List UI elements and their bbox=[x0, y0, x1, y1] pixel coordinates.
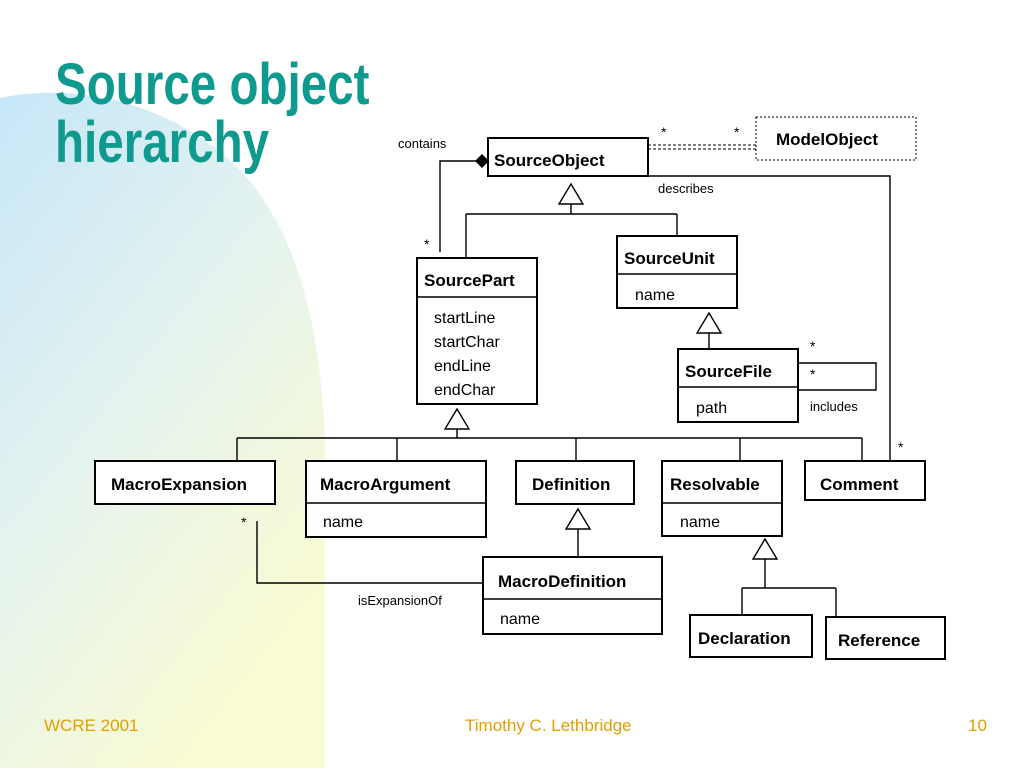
includes-label: includes bbox=[810, 399, 858, 414]
modelobject-class-box bbox=[755, 116, 917, 161]
sourcepart-attribute: startChar bbox=[434, 334, 500, 351]
slide-title-line-1: Source object bbox=[55, 52, 370, 117]
multiplicity-label: * bbox=[241, 514, 247, 530]
footer-conference: WCRE 2001 bbox=[44, 716, 139, 735]
describes-association bbox=[648, 175, 891, 462]
sourceunit-class-box bbox=[616, 235, 738, 309]
comment-class-box bbox=[804, 460, 926, 501]
footer-author: Timothy C. Lethbridge bbox=[465, 716, 632, 735]
multiplicity-label: * bbox=[898, 439, 904, 455]
resolvable-attribute: name bbox=[680, 514, 720, 531]
describes-label: describes bbox=[658, 181, 714, 196]
macrodefinition-class-box bbox=[482, 556, 663, 635]
multiplicity-label: * bbox=[661, 124, 667, 140]
definition-class-box bbox=[515, 460, 635, 505]
multiplicity-label: * bbox=[424, 236, 430, 252]
sourceunit-class-name: SourceUnit bbox=[624, 249, 715, 268]
declaration-class-name: Declaration bbox=[698, 629, 791, 648]
modelobject-class-name: ModelObject bbox=[776, 130, 878, 149]
multiplicity-label: * bbox=[734, 124, 740, 140]
multiplicity-label: * bbox=[810, 366, 816, 382]
sourceobject-class-name: SourceObject bbox=[494, 151, 605, 170]
generalization-to-sourceobject bbox=[465, 182, 678, 258]
reference-class-box bbox=[825, 616, 946, 660]
sourcepart-class-name: SourcePart bbox=[424, 271, 515, 290]
macroargument-class-box bbox=[305, 460, 487, 538]
is-expansion-of-association bbox=[256, 521, 483, 584]
slide-title: Source object hierarchy bbox=[55, 56, 370, 172]
modelobject-association bbox=[648, 144, 756, 150]
slide-title-line-2: hierarchy bbox=[55, 110, 270, 175]
macroargument-class-name: MacroArgument bbox=[320, 475, 451, 494]
macrodefinition-class-name: MacroDefinition bbox=[498, 572, 626, 591]
macroexpansion-class-name: MacroExpansion bbox=[111, 475, 247, 494]
multiplicity-label: * bbox=[810, 338, 816, 354]
macrodefinition-attribute: name bbox=[500, 611, 540, 628]
reference-class-name: Reference bbox=[838, 631, 920, 650]
footer-page-number: 10 bbox=[968, 716, 987, 735]
comment-class-name: Comment bbox=[820, 475, 899, 494]
composition-diamond bbox=[475, 154, 489, 168]
generalization-to-sourceunit bbox=[695, 311, 723, 349]
contains-association bbox=[439, 160, 476, 252]
resolvable-class-box bbox=[661, 460, 783, 537]
sourcefile-class-box bbox=[677, 348, 799, 423]
macroargument-attribute: name bbox=[323, 514, 363, 531]
sourceunit-attribute: name bbox=[635, 287, 675, 304]
generalization-to-resolvable bbox=[741, 537, 837, 617]
generalization-to-definition bbox=[564, 507, 592, 557]
definition-class-name: Definition bbox=[532, 475, 610, 494]
sourceobject-class-box bbox=[487, 137, 649, 177]
includes-association bbox=[798, 362, 877, 391]
declaration-class-box bbox=[689, 614, 813, 658]
contains-label: contains bbox=[398, 136, 447, 151]
sourcefile-attribute: path bbox=[696, 400, 727, 417]
sourcefile-class-name: SourceFile bbox=[685, 362, 772, 381]
sourcepart-attribute: endLine bbox=[434, 358, 491, 375]
resolvable-class-name: Resolvable bbox=[670, 475, 760, 494]
macroexpansion-class-box bbox=[94, 460, 276, 505]
sourcepart-attribute: endChar bbox=[434, 382, 496, 399]
is-expansion-of-label: isExpansionOf bbox=[358, 593, 442, 608]
generalization-to-sourcepart bbox=[236, 407, 863, 461]
sourcepart-class-box bbox=[416, 257, 538, 405]
sourcepart-attribute: startLine bbox=[434, 310, 495, 327]
